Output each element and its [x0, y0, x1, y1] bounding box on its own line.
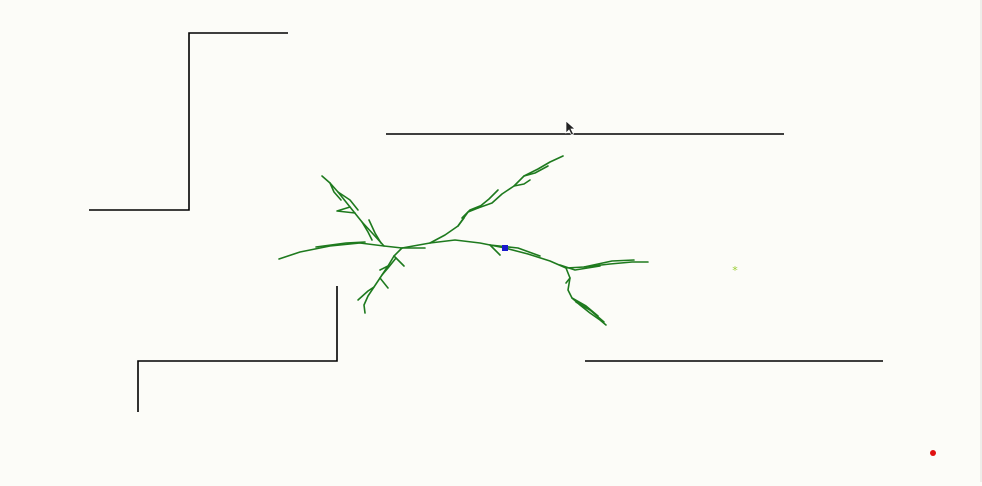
tree-branch — [513, 179, 531, 187]
obstacles — [89, 32, 883, 412]
tree-branch — [477, 189, 499, 209]
obstacle-bottom-left-step — [137, 286, 338, 412]
tree-branch — [278, 239, 649, 269]
tree-branch — [357, 286, 375, 301]
tree-branch — [379, 265, 389, 271]
tree-branch — [337, 191, 359, 211]
scrollbar-edge — [980, 0, 982, 482]
tree-branch — [457, 217, 465, 227]
tree-branch — [565, 277, 571, 284]
tree-branch — [329, 182, 342, 201]
tree-branch — [489, 244, 501, 256]
tree-branch — [336, 206, 356, 214]
goal-marker: * — [732, 264, 738, 277]
tree-branch — [368, 219, 382, 244]
tree-branch — [489, 244, 541, 257]
tree-branch — [381, 257, 397, 276]
tree-branch — [361, 221, 373, 241]
tree-branch — [363, 247, 403, 314]
start-marker — [502, 245, 508, 251]
tree-branch — [559, 264, 601, 271]
tree-branch — [379, 277, 389, 289]
tree-branch — [523, 165, 549, 177]
tree-branch — [575, 301, 605, 323]
tree-branch — [429, 155, 564, 244]
tree-branch — [583, 259, 635, 268]
search-tree — [278, 155, 649, 326]
mouse-pointer-icon — [565, 120, 576, 136]
obstacle-top-left-step — [89, 32, 288, 211]
tree-branch — [565, 267, 607, 326]
tree-branch — [461, 205, 481, 219]
tree-branch — [315, 241, 366, 248]
red-point-marker — [930, 450, 936, 456]
